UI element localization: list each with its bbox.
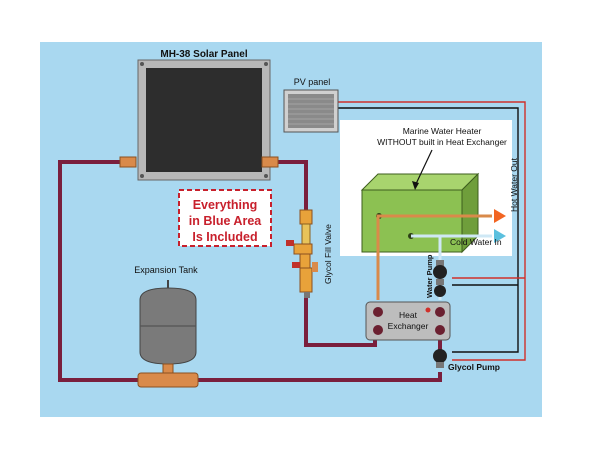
hot-water-arrow (494, 209, 506, 223)
glycol-pump (433, 349, 447, 368)
panel-outlet-fitting (261, 156, 279, 168)
pv-panel-label: PV panel (294, 77, 331, 87)
heat-exchanger-label-line2: Exchanger (388, 321, 429, 331)
pump-wiring (338, 101, 526, 361)
tank-tee-fitting (137, 372, 199, 388)
water-pump-label: Water Pump (425, 254, 434, 298)
heat-exchanger-label-line1: Heat (399, 310, 418, 320)
cold-water-arrow (494, 229, 506, 243)
heater-label-line2: WITHOUT built in Heat Exchanger (377, 137, 507, 147)
pv-panel (283, 89, 339, 133)
expansion-tank-label: Expansion Tank (134, 265, 198, 275)
glycol-loop (58, 160, 442, 382)
solar-panel (137, 59, 271, 181)
included-note-box (178, 189, 272, 247)
included-note-line1: Everything (193, 198, 258, 212)
hot-water-out-label: Hot Water Out (509, 157, 519, 212)
included-note-line3: Is Included (192, 230, 257, 244)
heater-callout-arrow (414, 149, 433, 187)
glycol-pump-label: Glycol Pump (448, 362, 500, 372)
expansion-tank (139, 280, 197, 375)
water-pump (433, 260, 447, 297)
panel-inlet-fitting (119, 156, 137, 168)
included-note-line2: in Blue Area (189, 214, 263, 228)
glycol-fill-valve-label: Glycol Fill Valve (323, 224, 333, 284)
heat-exchanger (365, 301, 451, 341)
solar-panel-label: MH-38 Solar Panel (160, 49, 247, 60)
cold-water-in-label: Cold Water In (450, 237, 502, 247)
heater-label-line1: Marine Water Heater (403, 126, 482, 136)
glycol-fill-valve (286, 209, 318, 298)
